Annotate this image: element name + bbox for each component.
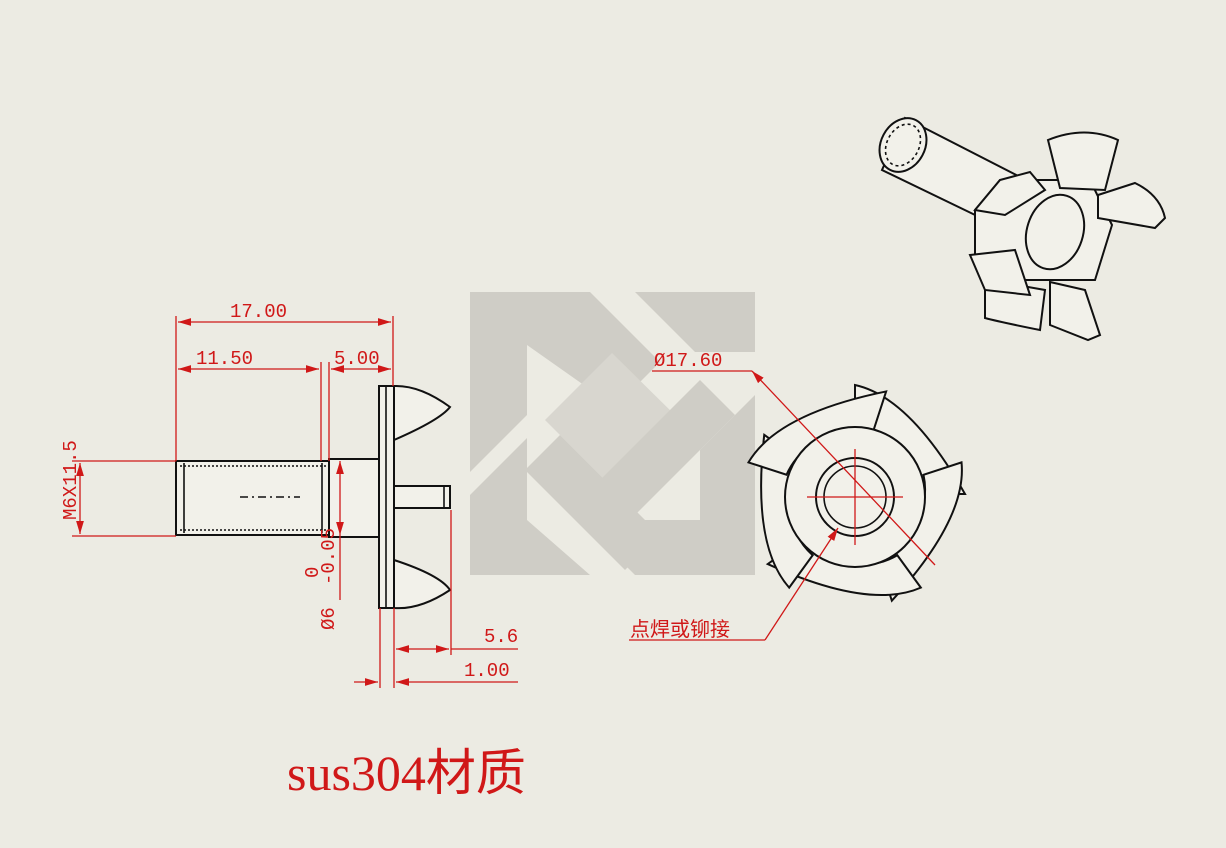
dim-thread-length: 11.50 [196,348,253,370]
dim-shank-diameter: Ø6 [318,607,340,630]
dim-star-diameter: Ø17.60 [654,350,722,372]
weld-note: 点焊或铆接 [630,617,730,641]
material-note: sus304材质 [287,745,526,801]
front-view-dimensions: Ø17.60 点焊或铆接 [629,350,936,641]
logo-watermark-icon [470,292,755,575]
shank [328,458,380,538]
dim-shank-tol-upper: 0 [302,567,324,578]
dim-thread-spec: M6X11.5 [60,440,82,520]
lower-fin [393,558,452,610]
dim-head-length: 5.00 [334,348,380,370]
side-view-dimensions: 17.00 11.50 5.00 M6X11.5 Ø6 0 -0.05 5.6 … [60,301,518,688]
pin [393,485,451,509]
dim-shank-tol-lower: -0.05 [318,528,340,585]
dim-plate-thickness: 1.00 [464,660,510,682]
side-view [175,384,452,610]
upper-fin [393,384,452,442]
front-view [746,383,967,603]
dim-overall-length: 17.00 [230,301,287,323]
isometric-view [878,116,1167,342]
dim-pin-length: 5.6 [484,626,518,648]
threaded-stud [175,460,330,536]
